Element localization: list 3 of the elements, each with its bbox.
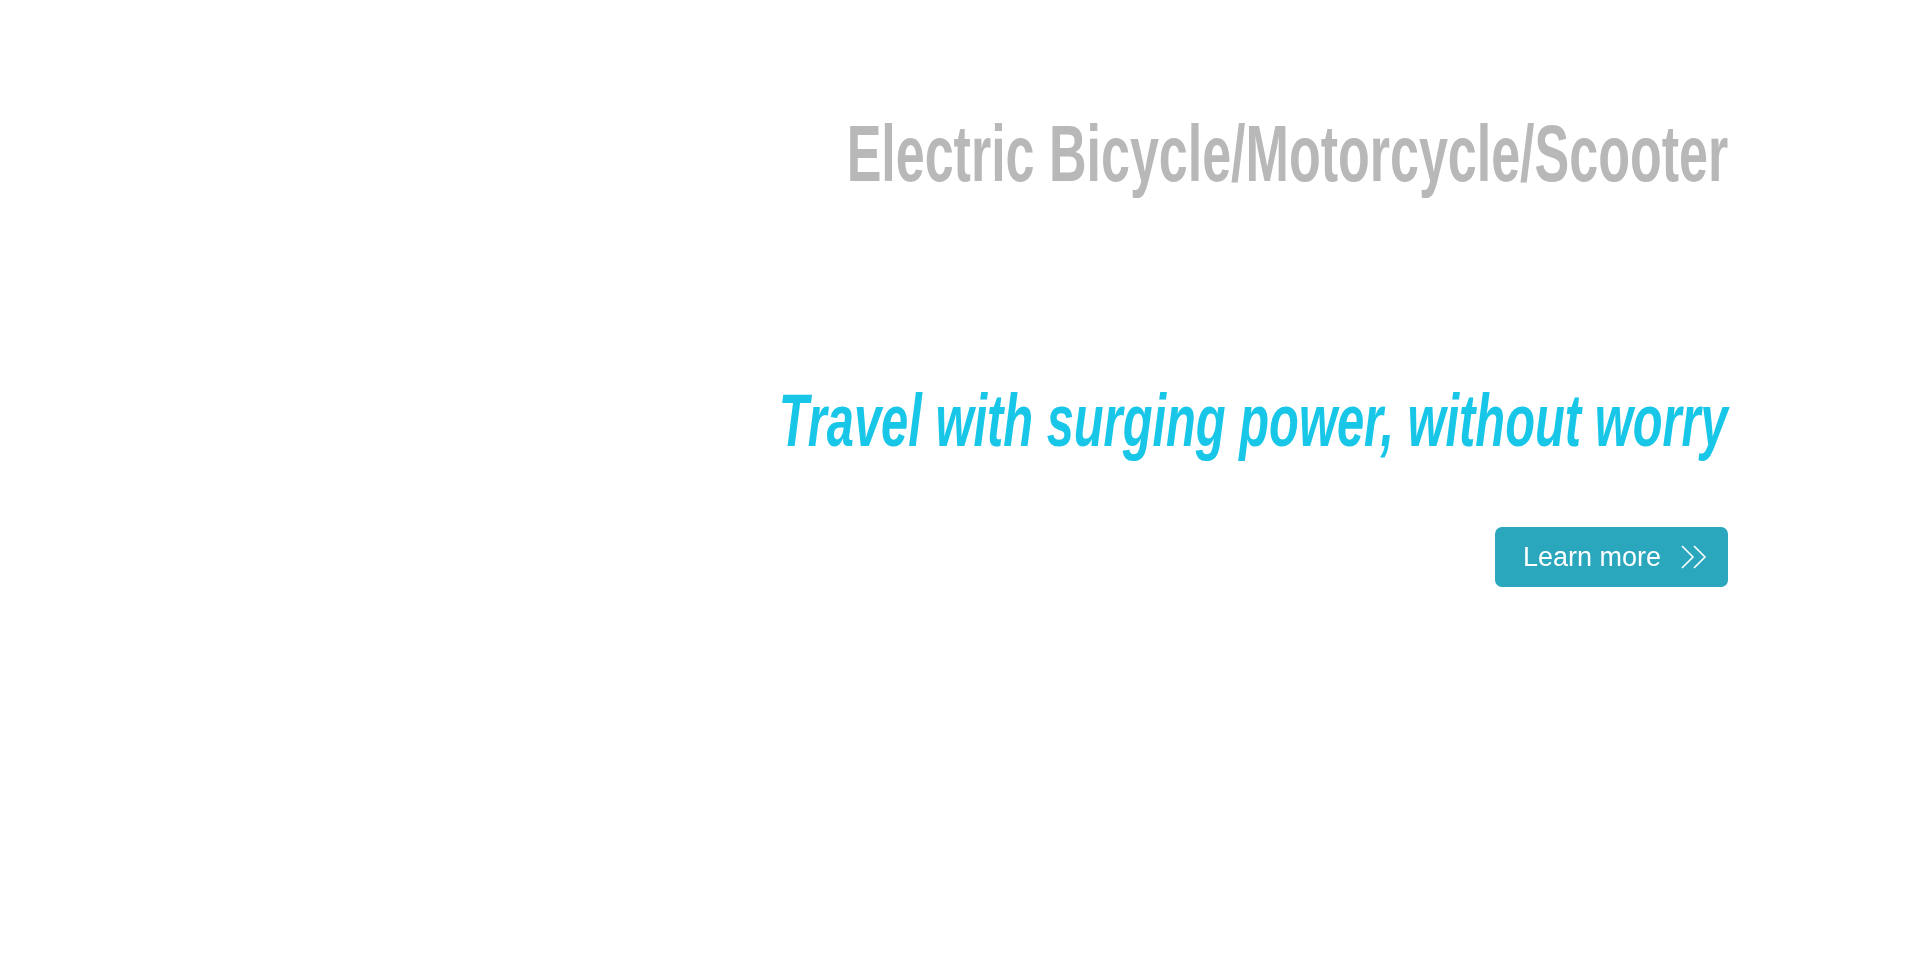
learn-more-button: Learn more	[1495, 527, 1728, 587]
page-title: Electric Bicycle/Motorcycle/Scooter	[846, 108, 1728, 200]
tagline: Travel with surging power, without worry	[779, 378, 1728, 463]
